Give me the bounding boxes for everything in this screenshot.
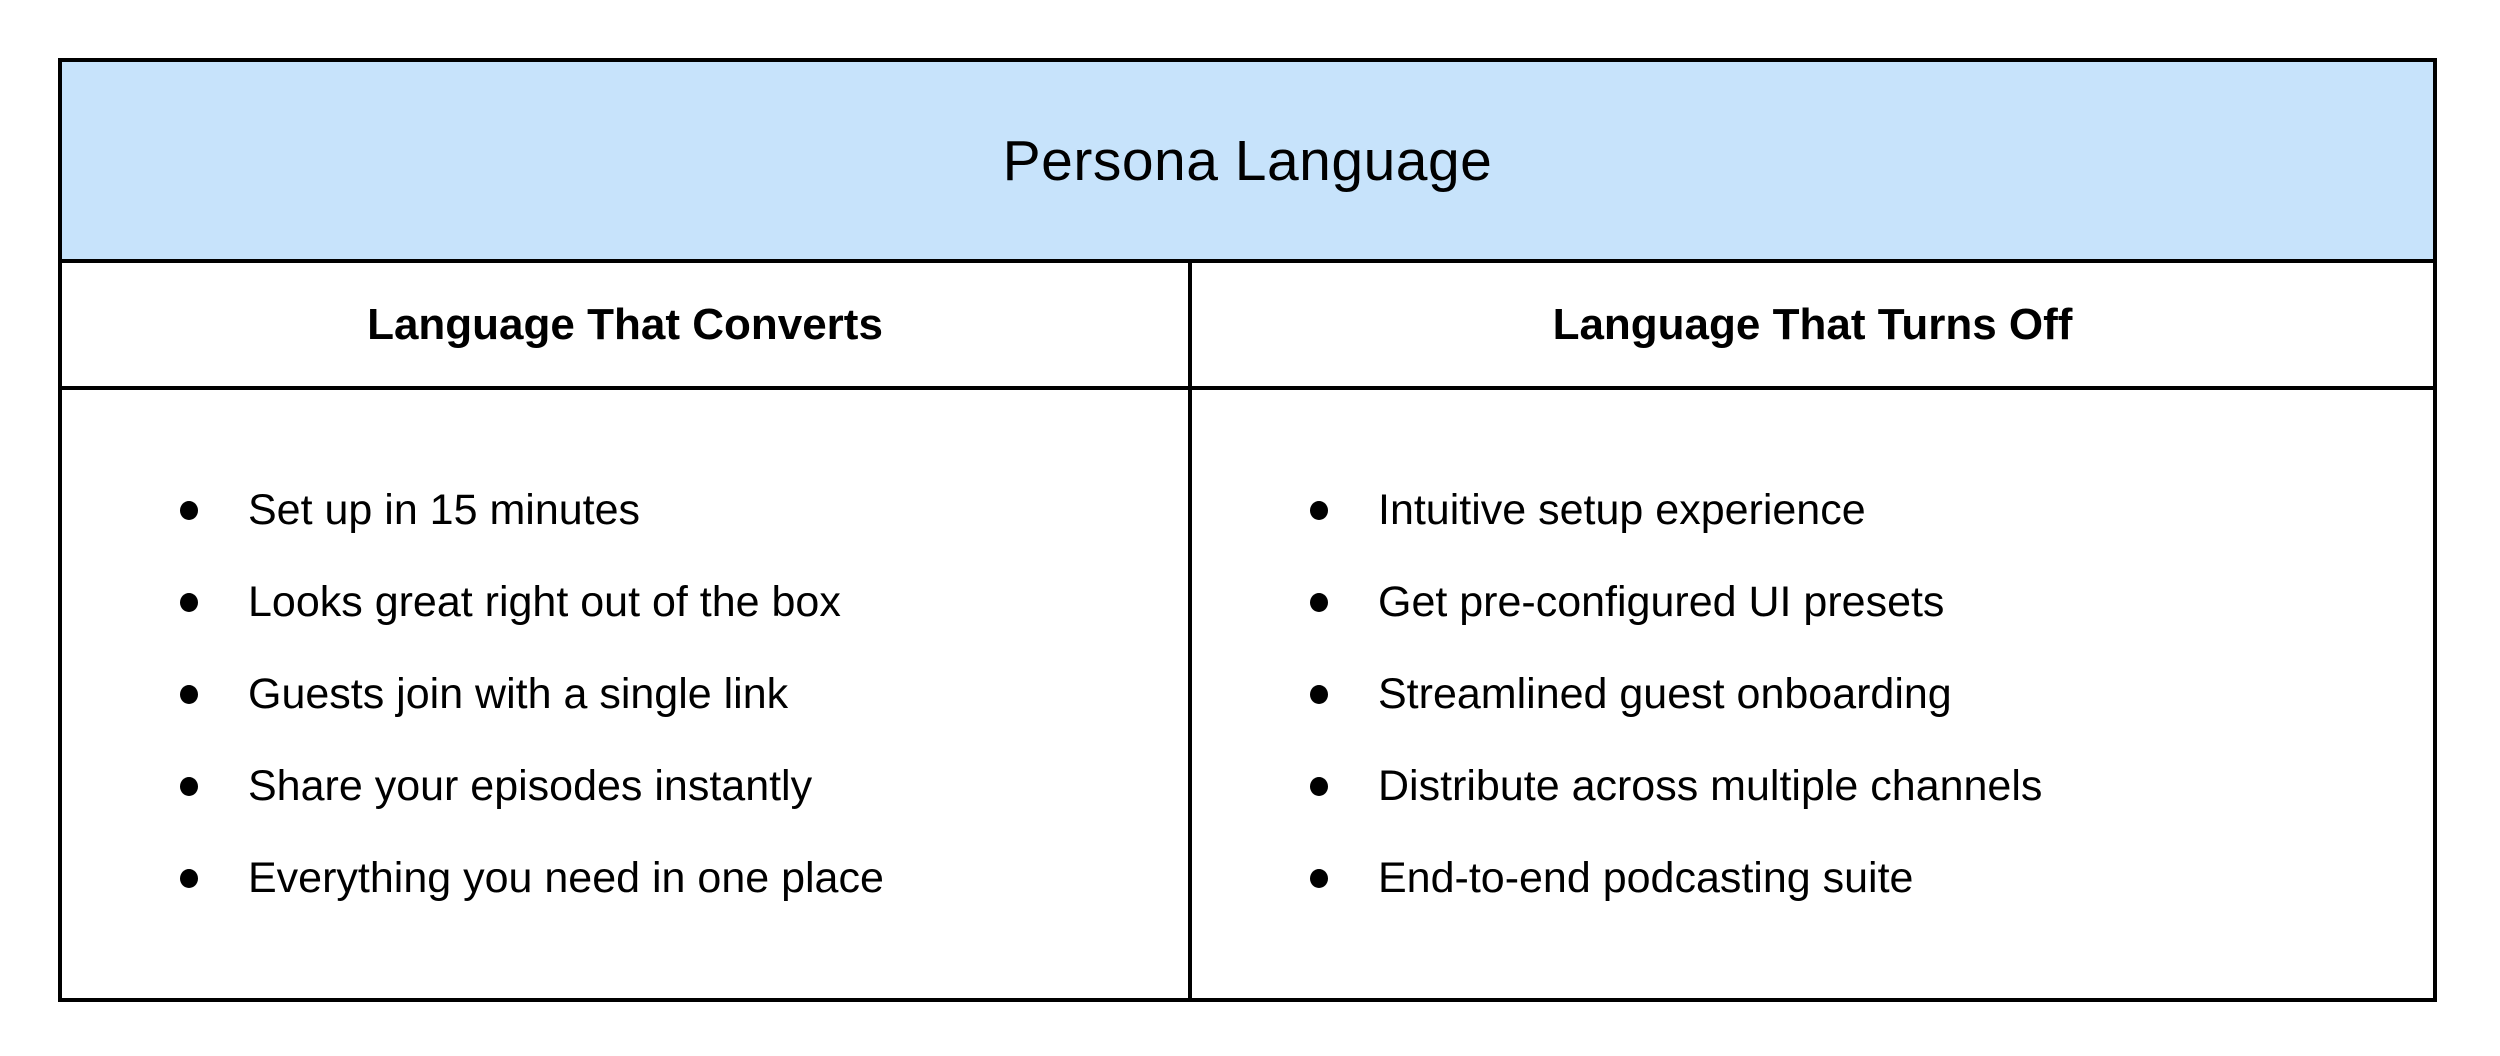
list-item: End-to-end podcasting suite: [1310, 832, 2403, 924]
turns-off-list-cell: Intuitive setup experience Get pre-confi…: [1192, 390, 2433, 998]
list-item-text: Set up in 15 minutes: [248, 485, 641, 534]
list-item: Intuitive setup experience: [1310, 464, 2403, 556]
list-item-text: Intuitive setup experience: [1378, 485, 1866, 534]
bullet-icon: [180, 868, 198, 888]
column-header-converts: Language That Converts: [62, 263, 1192, 390]
table-title-row: Persona Language: [62, 62, 2433, 263]
column-header-turns-off: Language That Turns Off: [1192, 263, 2433, 390]
list-item-text: Looks great right out of the box: [248, 577, 841, 626]
column-header-converts-label: Language That Converts: [367, 299, 883, 349]
list-item: Distribute across multiple channels: [1310, 740, 2403, 832]
list-item-text: Distribute across multiple channels: [1378, 761, 2043, 810]
list-item-text: Get pre-configured UI presets: [1378, 577, 1945, 626]
bullet-icon: [1310, 592, 1328, 612]
list-item: Guests join with a single link: [180, 648, 1158, 740]
bullet-icon: [180, 500, 198, 520]
converts-list-cell: Set up in 15 minutes Looks great right o…: [62, 390, 1192, 998]
bullet-icon: [1310, 500, 1328, 520]
bullet-icon: [180, 592, 198, 612]
list-item-text: End-to-end podcasting suite: [1378, 853, 1914, 902]
list-item: Get pre-configured UI presets: [1310, 556, 2403, 648]
turns-off-bullet-list: Intuitive setup experience Get pre-confi…: [1310, 464, 2403, 924]
converts-bullet-list: Set up in 15 minutes Looks great right o…: [180, 464, 1158, 924]
list-item-text: Everything you need in one place: [248, 853, 884, 902]
bullet-icon: [1310, 776, 1328, 796]
list-item: Everything you need in one place: [180, 832, 1158, 924]
list-item-text: Streamlined guest onboarding: [1378, 669, 1952, 718]
list-item: Streamlined guest onboarding: [1310, 648, 2403, 740]
list-item-text: Guests join with a single link: [248, 669, 789, 718]
table-title: Persona Language: [1002, 128, 1493, 193]
persona-language-table: Persona Language Language That Converts …: [58, 58, 2437, 1002]
list-item: Set up in 15 minutes: [180, 464, 1158, 556]
bullet-icon: [1310, 868, 1328, 888]
bullet-icon: [1310, 684, 1328, 704]
list-item: Share your episodes instantly: [180, 740, 1158, 832]
bullet-icon: [180, 684, 198, 704]
list-item-text: Share your episodes instantly: [248, 761, 813, 810]
list-item: Looks great right out of the box: [180, 556, 1158, 648]
column-header-turns-off-label: Language That Turns Off: [1552, 299, 2073, 349]
bullet-icon: [180, 776, 198, 796]
